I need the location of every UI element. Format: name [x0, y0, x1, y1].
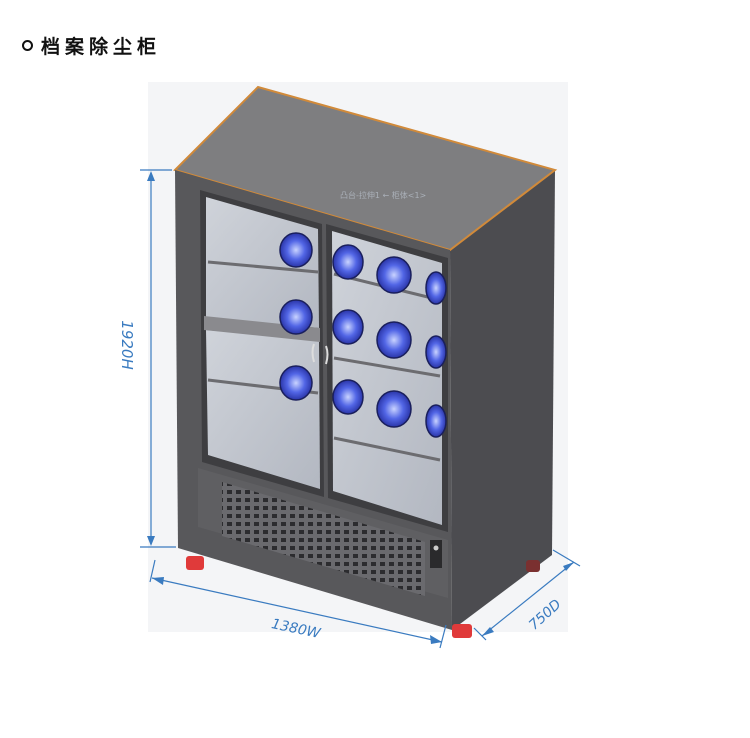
- fan-icon: [332, 309, 364, 345]
- height-label: 1920H: [118, 320, 136, 369]
- door-handles[interactable]: [311, 343, 329, 365]
- cad-label: 凸台-拉伸1 ← 柜体<1>: [340, 190, 426, 200]
- dimension-depth: [473, 549, 581, 641]
- control-panel[interactable]: [430, 540, 442, 568]
- dimension-height: [140, 169, 176, 548]
- fans-right: [332, 244, 447, 438]
- fan-icon: [376, 321, 412, 359]
- fans-left: [279, 232, 313, 401]
- fan-icon: [332, 244, 364, 280]
- title-text: 档案除尘柜: [41, 36, 162, 58]
- fan-icon: [376, 390, 412, 428]
- fan-icon: [332, 379, 364, 415]
- power-switch-icon[interactable]: [433, 545, 439, 551]
- bullet-icon: [22, 40, 33, 51]
- fan-icon: [279, 365, 313, 401]
- fan-icon: [425, 404, 447, 438]
- vent-grille: [222, 482, 425, 596]
- fan-icon: [425, 271, 447, 305]
- dimension-width: [149, 559, 447, 649]
- fan-icon: [425, 335, 447, 369]
- fan-icon: [279, 299, 313, 335]
- fan-icon: [279, 232, 313, 268]
- fan-icon: [376, 256, 412, 294]
- page-title: 档案除尘柜: [22, 32, 161, 59]
- cabinet-top: [173, 85, 558, 252]
- casters: [186, 556, 540, 638]
- cabinet-side: [450, 170, 555, 630]
